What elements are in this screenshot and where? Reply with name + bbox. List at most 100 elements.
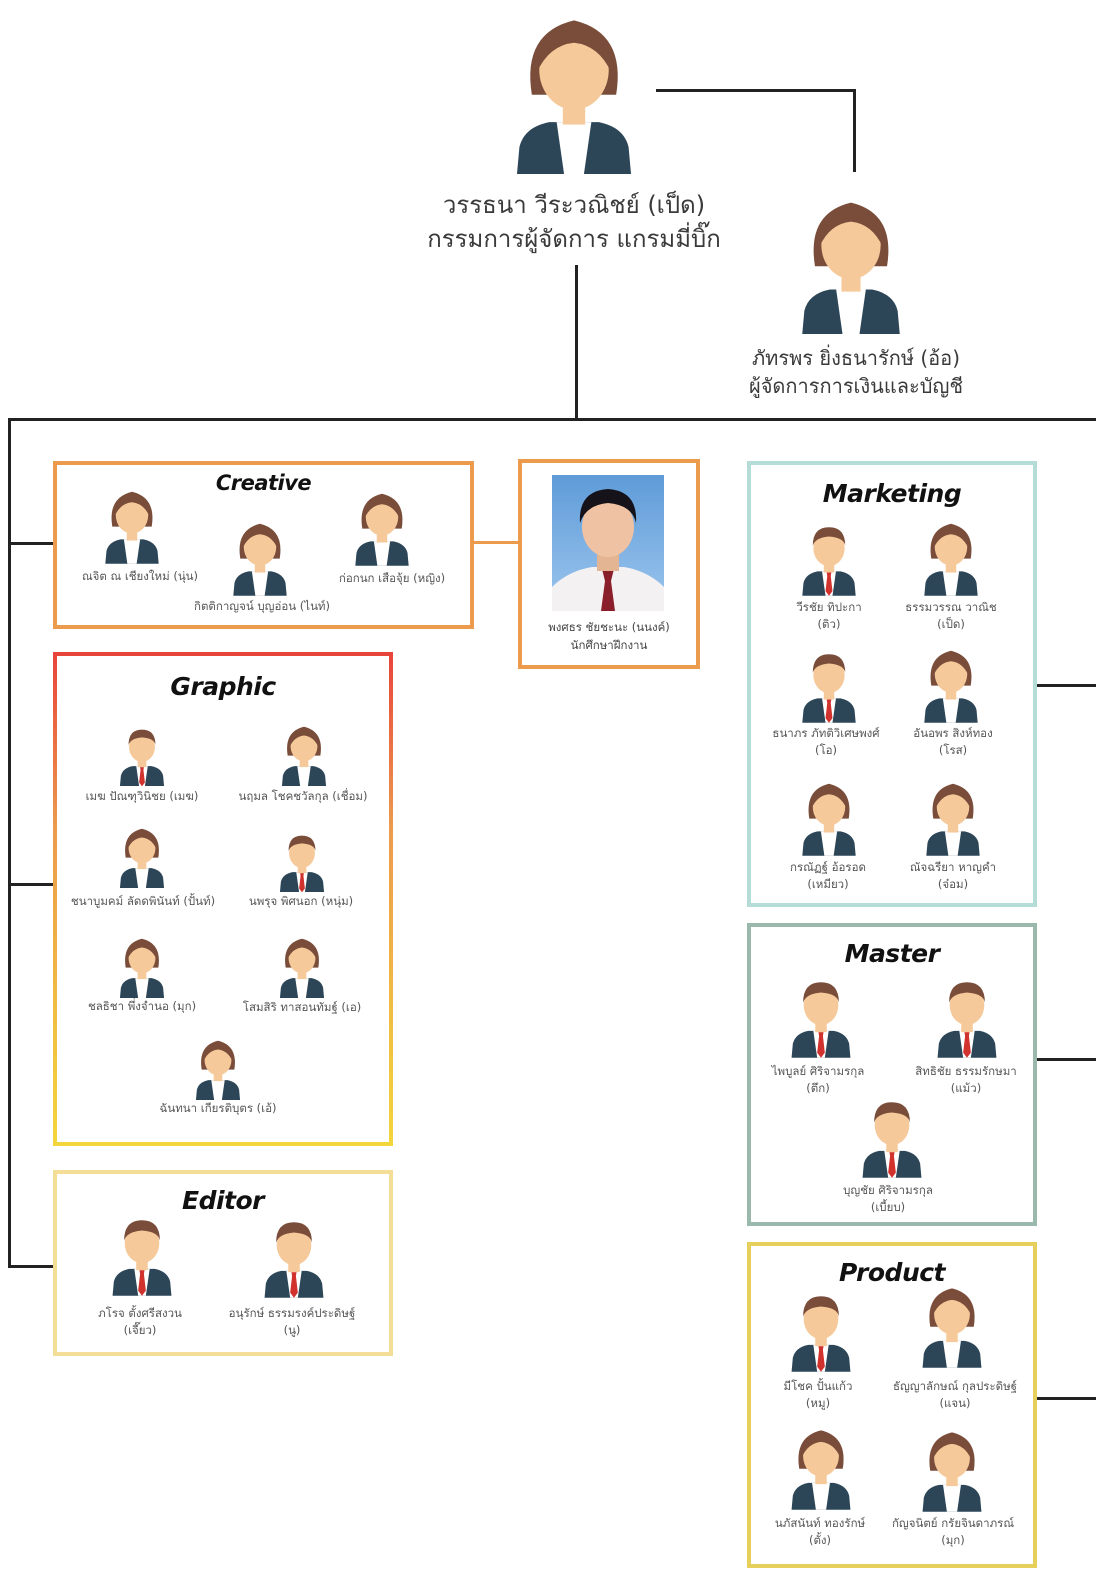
person-figure [119, 828, 165, 889]
creative-member-name-2: กิตติกาญจน์ บุญอ่อน (ไนท์) [193, 599, 331, 613]
person-figure [195, 1040, 241, 1101]
marketing-member-name-3: ธนาภร ภัทติวิเศษพงศ์ [772, 726, 880, 740]
product-member-nick-3: (ตั้ง) [808, 1533, 832, 1547]
person-figure [802, 654, 856, 723]
graphic-member-name-6: โสมสิริ ทาสอนทัมฐ์ (เอ) [242, 1000, 362, 1014]
master-member-nick-3: (เบี้ยบ) [870, 1200, 906, 1214]
person-figure [802, 527, 856, 596]
product-team-box: Product [747, 1242, 1037, 1568]
graphic-member-name-3: ชนาบูมคม์ ลัดดพินันท์ (ปั้นท์) [70, 894, 216, 908]
graphic-team-title: Graphic [170, 672, 276, 701]
marketing-member-name-4: อันอพร สิงห์ทอง [913, 726, 993, 740]
connector-ceo-down [575, 265, 578, 420]
person-figure [279, 835, 325, 893]
master-member-name-1: ไพบูลย์ ศิริจามรกุล [771, 1064, 865, 1078]
product-team-title: Product [838, 1258, 946, 1287]
graphic-member-avatar-6 [278, 934, 326, 999]
marketing-member-name-6: ณัจฉรียา หาญคำ [909, 860, 997, 874]
person-figure [791, 1430, 851, 1510]
graphic-member-name-4: นพรุจ พิศนอก (หนุ่ม) [248, 894, 354, 908]
creative-member-name-1: ณจิต ณ เชียงใหม่ (นุ่น) [81, 569, 199, 583]
master-member-name-3: บุญชัย ศิริจามรกุล [843, 1183, 933, 1197]
person-figure [105, 491, 159, 564]
marketing-team-box: Marketing [747, 461, 1037, 907]
creative-member-avatar-2 [231, 518, 289, 596]
product-member-avatar-2 [920, 1282, 984, 1368]
product-member-name-3: นภัสนันท์ ทองรักษ์ [774, 1516, 866, 1530]
graphic-member-name-1: เมฆ ปัณฑุวินิชย (เมฆ) [85, 789, 199, 803]
editor-member-name-2: อนุรักษ์ ธรรมรงค์ประดิษฐ์ [228, 1306, 356, 1320]
connector-creative-to-intern [474, 541, 520, 544]
marketing-member-name-1: วีรชัย ทิปะกา [796, 600, 862, 614]
connector-to-graphic [8, 883, 56, 886]
person-figure [264, 1222, 324, 1298]
graphic-member-avatar-7 [194, 1036, 242, 1101]
ceo-title: กรรมการผู้จัดการ แกรมมี่บิ๊ก [427, 225, 721, 253]
marketing-member-avatar-2 [922, 518, 980, 596]
finance-name: ภัทรพร ยิ่งธนารักษ์ (อ้อ) [751, 346, 961, 370]
marketing-member-nick-4: (โรส) [938, 743, 968, 757]
person-figure [802, 783, 856, 856]
intern-photo-portrait [552, 489, 664, 611]
marketing-member-name-5: กรณัฏฐ์ อ้อรอด [790, 860, 866, 874]
connector-to-marketing [1036, 684, 1096, 687]
product-member-name-4: กัญจนิตย์ กรัยจินดาภรณ์ [891, 1516, 1015, 1530]
editor-member-nick-2: (นู) [283, 1323, 301, 1337]
master-team-title: Master [844, 939, 940, 968]
editor-member-avatar-1 [110, 1210, 174, 1296]
ceo-name: วรรธนา วีระวณิชย์ (เป็ด) [442, 191, 706, 219]
editor-team-title: Editor [182, 1186, 265, 1215]
creative-member-avatar-3 [353, 488, 411, 566]
marketing-member-avatar-5 [800, 778, 858, 856]
person-figure [862, 1102, 922, 1178]
creative-team-box: Creative [53, 461, 474, 629]
graphic-member-name-5: ชลธิชา พึ่งจำนอ (มุก) [87, 999, 197, 1013]
graphic-member-avatar-1 [118, 722, 166, 787]
person-figure [355, 493, 409, 566]
graphic-member-name-2: นฤมล โชคชวัลกุล (เชื่อม) [238, 789, 368, 803]
connector-to-master [1036, 1058, 1096, 1061]
intern-photo [552, 475, 664, 611]
connector-to-editor [8, 1265, 56, 1268]
product-member-nick-4: (มุก) [941, 1533, 965, 1547]
marketing-member-name-2: ธรรมวรรณ วาณิช [905, 600, 997, 614]
person-figure [791, 982, 851, 1058]
person-figure [233, 523, 287, 596]
finance-avatar [798, 192, 904, 335]
connector-ceo-to-finance-h [656, 89, 856, 92]
graphic-member-avatar-5 [118, 934, 166, 999]
person-figure [937, 982, 997, 1058]
marketing-member-nick-2: (เป็ด) [937, 617, 965, 631]
finance-title: ผู้จัดการการเงินและบัญชี [748, 374, 964, 398]
marketing-member-nick-3: (โอ) [814, 743, 838, 757]
connector-to-creative [8, 542, 56, 545]
connector-to-product [1036, 1397, 1096, 1400]
marketing-team-title: Marketing [822, 479, 962, 508]
marketing-member-nick-5: (เหมียว) [807, 877, 849, 891]
product-member-name-2: ธัญญาลักษณ์ กุลประดิษฐ์ [892, 1379, 1018, 1393]
product-member-avatar-3 [789, 1424, 853, 1510]
connector-ceo-to-finance-v [853, 89, 856, 172]
master-member-avatar-1 [789, 972, 853, 1058]
person-figure [112, 1220, 172, 1296]
creative-member-avatar-1 [103, 486, 161, 564]
person-figure [924, 523, 978, 596]
intern-name: พงศธร ชัยชะนะ (นนงค์) [548, 620, 670, 634]
person-figure [281, 726, 327, 787]
product-member-avatar-4 [920, 1426, 984, 1512]
editor-member-avatar-2 [262, 1212, 326, 1298]
connector-left-trunk [8, 418, 11, 1268]
person-figure [791, 1296, 851, 1372]
master-member-avatar-3 [860, 1092, 924, 1178]
master-member-name-2: สิทธิชัย ธรรมรักษมา [915, 1064, 1017, 1078]
product-member-name-1: มีโชค ปั้นแก้ว [783, 1379, 853, 1393]
connector-main-bus [8, 418, 1096, 421]
marketing-member-avatar-6 [924, 778, 982, 856]
graphic-member-avatar-3 [118, 824, 166, 889]
editor-member-name-1: ภโรจ ตั้งศรีสงวน [98, 1306, 182, 1320]
graphic-member-avatar-2 [280, 722, 328, 787]
editor-member-nick-1: (เจี๊ยว) [123, 1323, 157, 1337]
person-figure [516, 20, 632, 175]
master-member-nick-1: (ตึก) [806, 1081, 830, 1095]
master-member-avatar-2 [935, 972, 999, 1058]
